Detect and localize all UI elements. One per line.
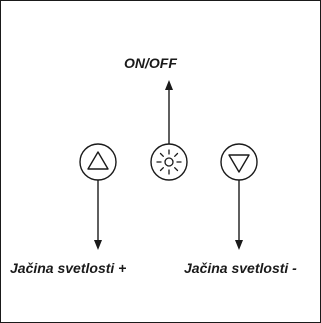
brightness-up-arrow [94, 180, 102, 250]
on-off-label: ON/OFF [124, 55, 177, 71]
light-sun-icon [156, 149, 182, 175]
brightness-down-label: Jačina svetlosti - [184, 260, 297, 276]
on-off-arrow [165, 80, 173, 144]
triangle-up-icon [87, 151, 109, 170]
brightness-down-button[interactable] [220, 143, 258, 181]
brightness-down-arrow [235, 180, 243, 250]
brightness-up-label: Jačina svetlosti + [10, 260, 127, 276]
brightness-up-button[interactable] [79, 143, 117, 181]
on-off-button[interactable] [150, 143, 188, 181]
triangle-down-icon [228, 154, 250, 173]
